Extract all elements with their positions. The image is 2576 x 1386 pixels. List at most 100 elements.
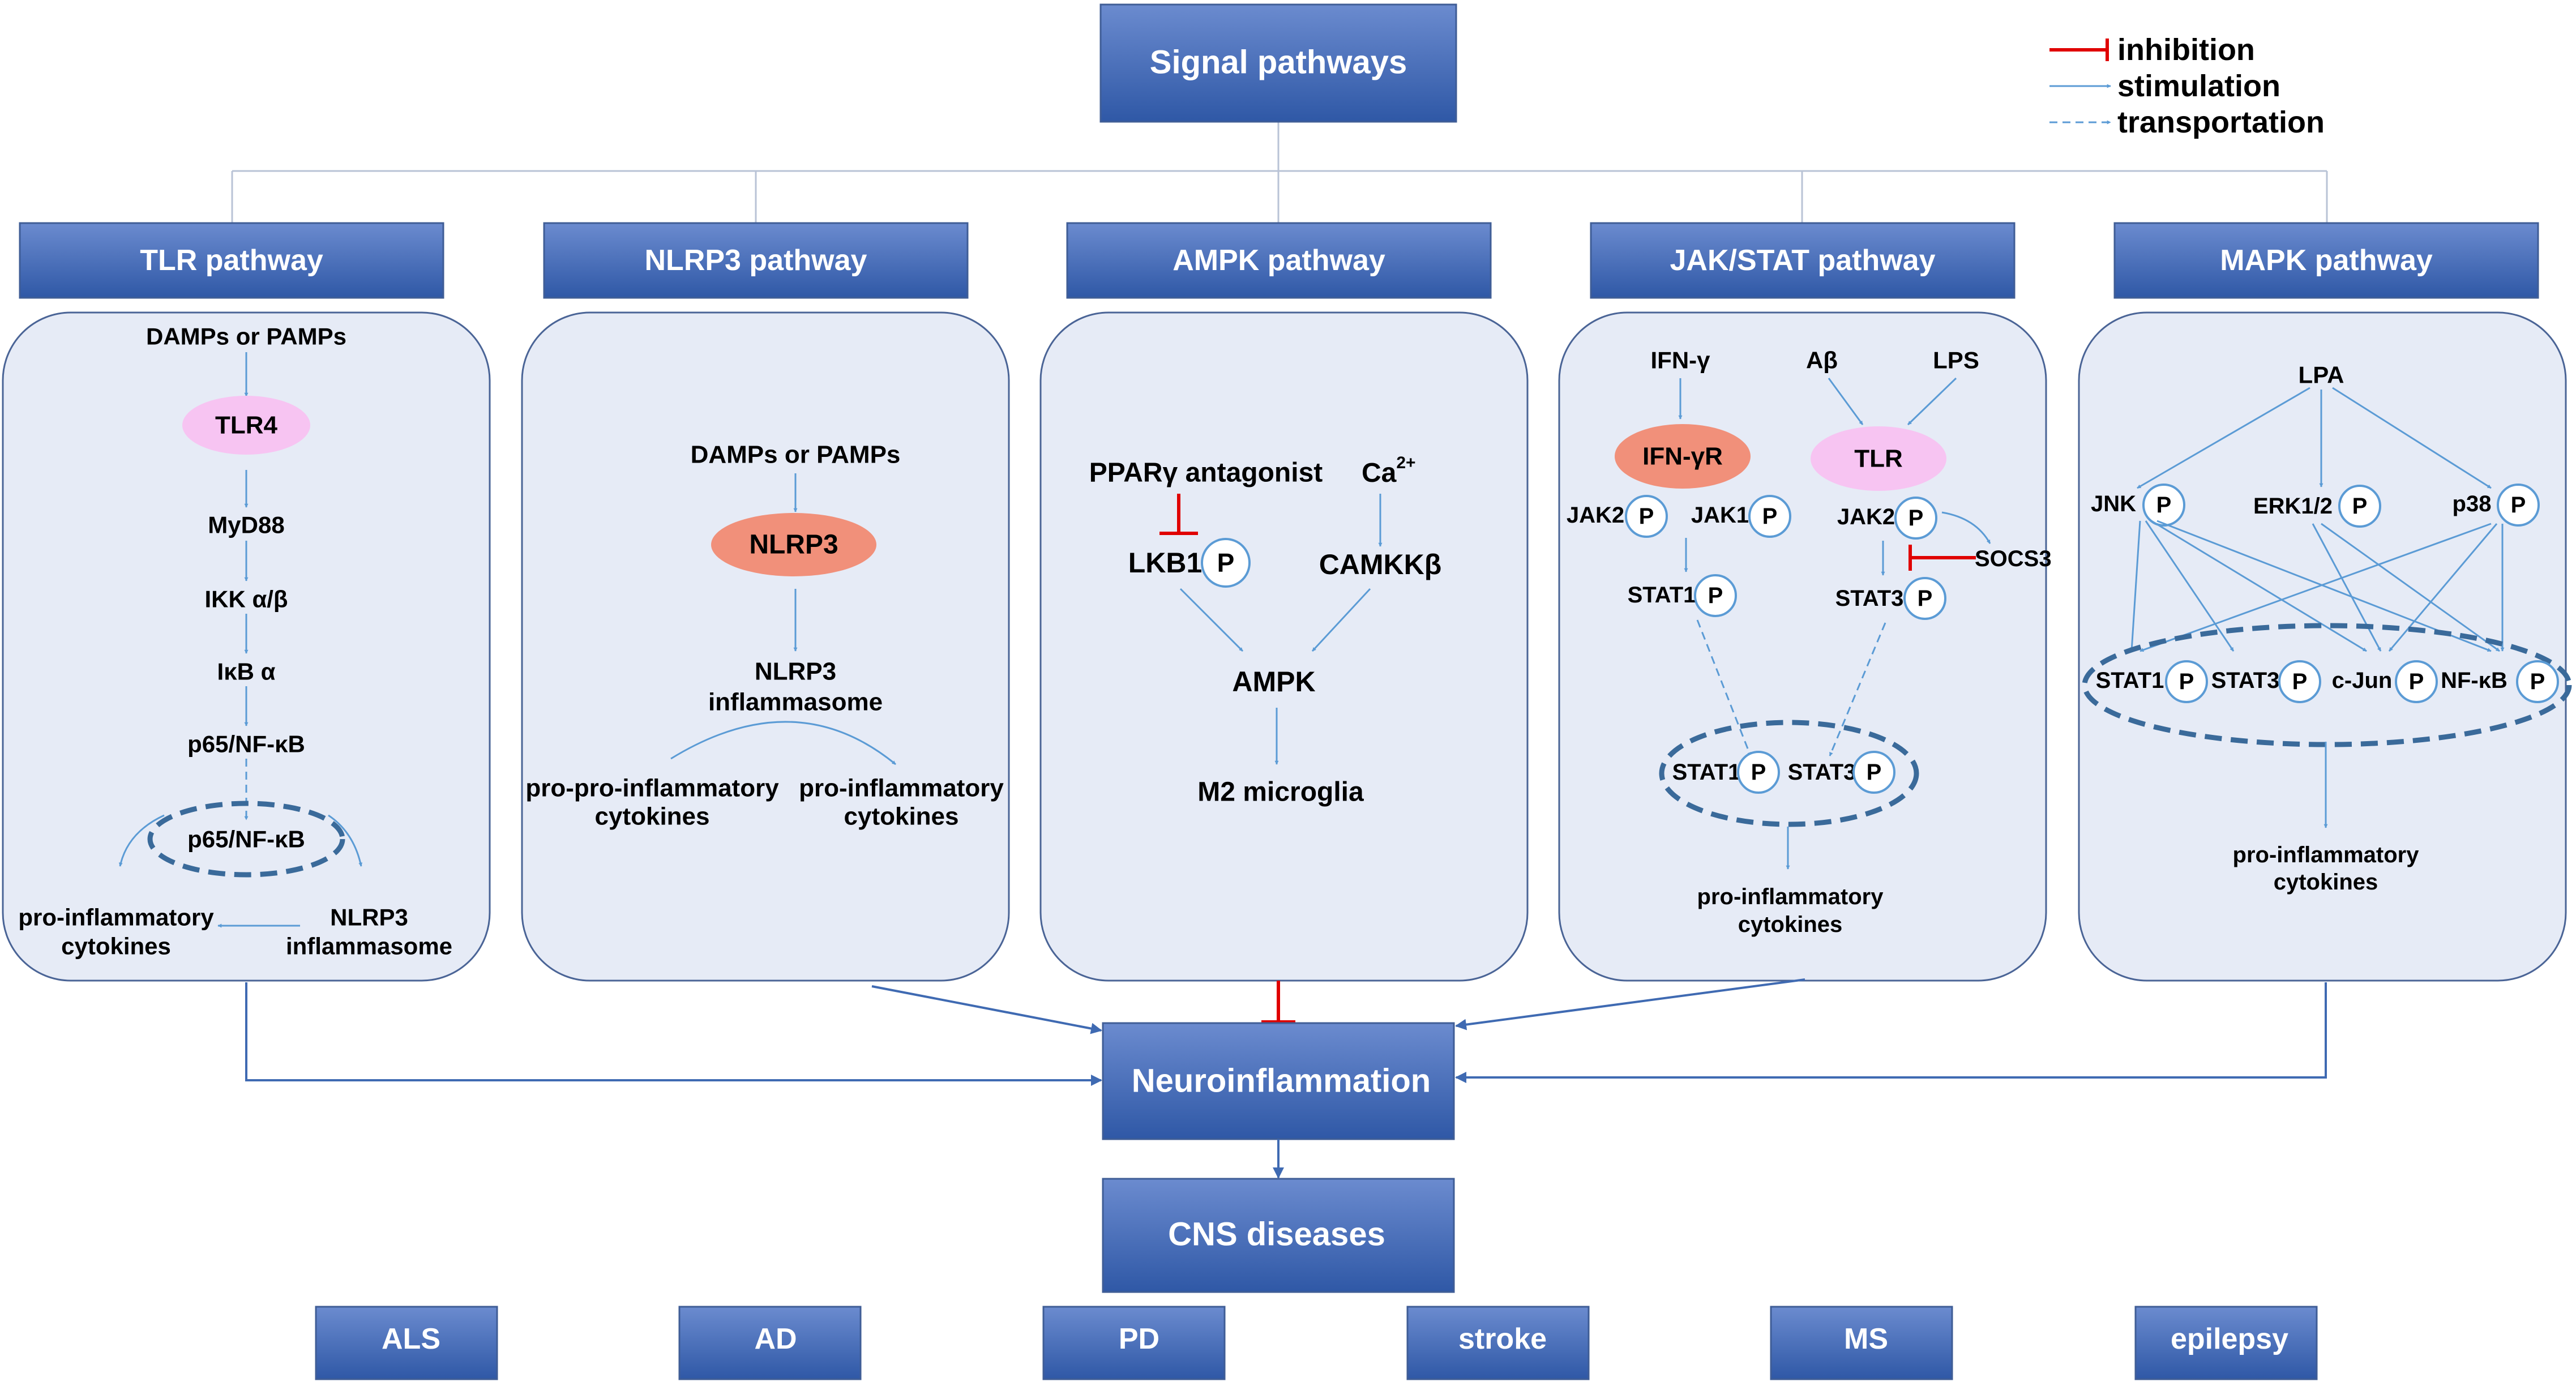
jakstat-pathway-title: JAK/STAT pathway [1670,244,1935,277]
nlrp3-pathway-title: NLRP3 pathway [645,244,867,277]
erk-phospho [2338,485,2381,528]
svg-text:P: P [2511,493,2526,517]
cns-diseases-label: CNS diseases [1168,1216,1385,1253]
disease-stroke: stroke [1458,1323,1547,1355]
jakstat-pathway-content: IFN-γ Aβ LPS IFN-γR TLR JAK2 P JAK1 P JA… [1567,347,2052,938]
legend: inhibition stimulation transportation [2049,33,2325,139]
svg-text:P: P [1639,504,1654,529]
pathway-panels [2,311,2567,982]
svg-text:P: P [2156,493,2172,517]
svg-text:P: P [2530,669,2545,694]
svg-text:P: P [1762,504,1778,529]
camkk-label: CAMKKβ [1319,549,1442,580]
svg-text:P: P [1867,760,1882,785]
jnk-phospho [2142,484,2185,527]
cjun-label: c-Jun [2332,668,2393,693]
jnk-label: JNK [2091,491,2136,516]
tlr-proinf-1: pro-inflammatory [18,904,214,931]
signal-pathways-box: Signal pathways [1099,3,1457,123]
svg-text:P: P [2179,669,2194,694]
legend-stimulation: stimulation [2117,69,2280,103]
nlrp3-pro-1: pro-inflammatory [799,775,1004,802]
jakstat-nucleus-ring [1659,720,1919,827]
svg-text:P: P [2409,669,2424,694]
svg-text:P: P [2292,669,2308,694]
stat3-nuclear-phospho [1852,751,1895,794]
mapk-stat1-phospho [2165,660,2208,703]
m2-microglia-label: M2 microglia [1197,777,1364,807]
pathway-titles: TLR pathway NLRP3 pathway AMPK pathway J… [19,222,2539,299]
mapk-nucleus-ring [2082,623,2572,747]
jak1-label: JAK1 [1691,503,1749,528]
myd88-label: MyD88 [208,512,284,538]
nlrp3-damps: DAMPs or PAMPs [691,441,901,469]
stat3-phospho [1903,577,1946,620]
stat1-nuclear-label: STAT1 [1672,760,1741,785]
cns-diseases-box: CNS diseases [1102,1178,1455,1293]
ppar-antagonist-label: PPARγ antagonist [1089,458,1323,488]
ikk-label: IKK α/β [204,586,288,613]
ca-label: Ca2+ [1362,454,1416,488]
mapk-pathway-title: MAPK pathway [2220,244,2433,277]
disease-boxes: ALS AD PD stroke MS epilepsy [315,1306,2318,1380]
jakstat-tlr-label: TLR [1854,445,1903,473]
nlrp3-inflammasome-1: NLRP3 [755,658,836,686]
mapk-stat3-phospho [2278,660,2321,703]
erk-label: ERK1/2 [2253,494,2333,519]
nlrp3-prepro-2: cytokines [595,803,710,831]
ampk-label: AMPK [1232,666,1315,698]
ampk-pathway-content: PPARγ antagonist Ca2+ LKB1 P CAMKKβ AMPK… [1089,454,1442,807]
lps-label: LPS [1933,347,1979,374]
nlrp3-prepro-1: pro-pro-inflammatory [525,775,779,802]
abeta-label: Aβ [1806,347,1838,374]
tlr-nlrp3-1: NLRP3 [330,904,408,931]
neuroinflammation-box: Neuroinflammation [1102,1022,1455,1140]
nlrp3-receptor [711,513,876,576]
neuroinflammation-label: Neuroinflammation [1132,1063,1431,1100]
disease-pd: PD [1119,1323,1159,1355]
tlr4-receptor [182,396,310,455]
cjun-phospho [2395,660,2438,703]
stat1-phospho [1694,574,1737,617]
lpa-label: LPA [2299,362,2344,388]
nlrp3-label: NLRP3 [749,530,838,560]
jakstat-panel [1558,311,2047,982]
jakstat-proinf-1: pro-inflammatory [1697,884,1884,909]
stat3-nuclear-label: STAT3 [1788,760,1856,785]
disease-als: ALS [382,1323,440,1355]
ifng-label: IFN-γ [1651,347,1711,374]
stat3-label: STAT3 [1835,586,1904,611]
disease-ms: MS [1844,1323,1888,1355]
tlr-pathway-content: DAMPs or PAMPs TLR4 MyD88 IKK α/β IκB α … [18,323,452,960]
tlr-nlrp3-2: inflammasome [286,933,452,960]
mapk-panel [2078,311,2567,982]
stat1-label: STAT1 [1628,583,1696,608]
signal-pathways-label: Signal pathways [1150,44,1407,81]
p38-label: p38 [2453,491,2492,516]
jak2-b-label: JAK2 [1837,504,1895,529]
ampk-pathway-title: AMPK pathway [1173,244,1385,277]
tlr-pathway-title: TLR pathway [140,244,323,277]
nlrp3-pro-2: cytokines [844,803,959,831]
jak2-a-label: JAK2 [1567,503,1624,528]
ifngr-receptor [1615,424,1751,489]
nlrp3-pathway-content: DAMPs or PAMPs NLRP3 NLRP3 inflammasome … [525,441,1004,831]
top-connectors [231,122,2328,223]
ikb-label: IκB α [217,658,276,685]
jak1-phospho [1748,495,1791,538]
svg-text:P: P [1217,548,1235,578]
jakstat-proinf-2: cytokines [1738,912,1843,937]
disease-ad: AD [754,1323,797,1355]
svg-text:P: P [1751,760,1766,785]
mapk-nfkb-phospho [2516,660,2559,703]
legend-transportation: transportation [2117,105,2325,139]
nlrp3-inflammasome-2: inflammasome [708,688,883,716]
svg-text:P: P [1909,506,1924,531]
nlrp3-panel [521,311,1010,982]
disease-epilepsy: epilepsy [2171,1323,2288,1355]
lkb1-label: LKB1 [1128,547,1203,579]
jak2-a-phospho [1625,495,1668,538]
svg-text:P: P [2352,494,2368,519]
neuroinflammation-arrows [245,978,2327,1086]
